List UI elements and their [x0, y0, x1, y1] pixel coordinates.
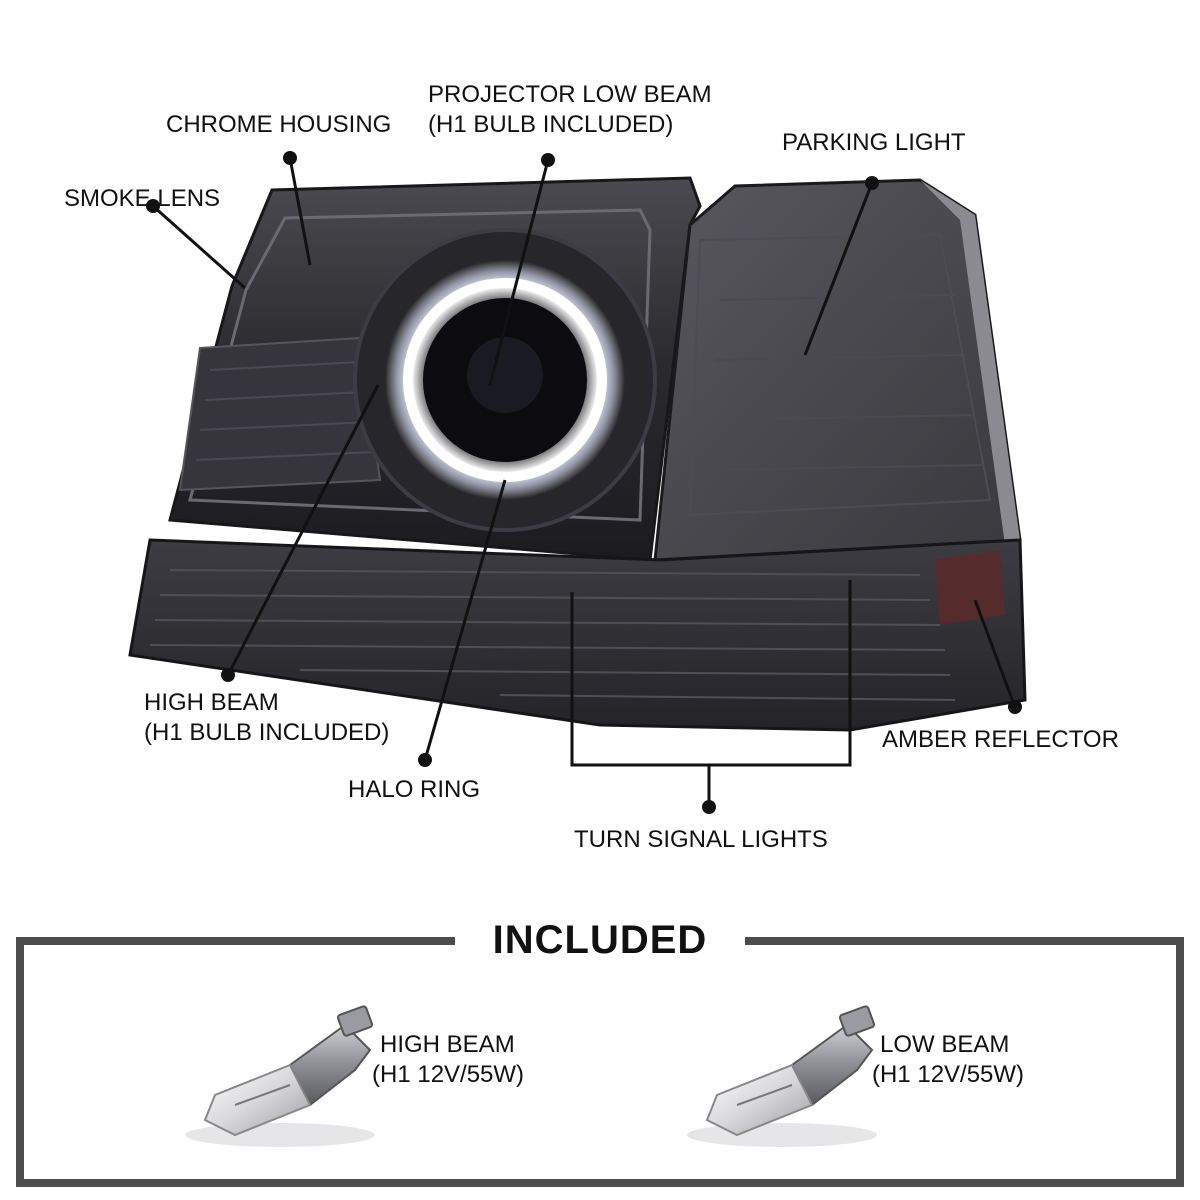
amber-reflector-patch	[935, 550, 1005, 625]
parking-light-chrome-edge	[920, 180, 1020, 545]
label-turn-signal-lights: TURN SIGNAL LIGHTS	[574, 826, 828, 853]
included-item-name: LOW BEAM	[880, 1031, 1010, 1058]
parking-light-facets	[704, 294, 986, 471]
headlight-assembly	[128, 176, 1027, 732]
chrome-housing-trim	[188, 208, 652, 522]
label-parking-light: PARKING LIGHT	[782, 129, 966, 156]
h1-bulb-icon	[185, 1005, 375, 1147]
projector-lens-inner	[467, 337, 543, 413]
included-item-spec: (H1 12V/55W)	[872, 1061, 1025, 1088]
reflector-bowl	[178, 336, 382, 492]
h1-bulb-icon	[687, 1005, 877, 1147]
included-title: INCLUDED	[492, 918, 708, 962]
included-item-high-beam: HIGH BEAM (H1 12V/55W)	[372, 1030, 524, 1090]
label-high-beam: HIGH BEAM (H1 BULB INCLUDED)	[144, 689, 390, 746]
label-smoke-lens: SMOKE LENS	[64, 185, 221, 212]
label-chrome-housing: CHROME HOUSING	[166, 111, 392, 138]
halo-ring	[403, 278, 607, 482]
leader-lines	[146, 151, 1022, 814]
turn-signal-ribs	[149, 569, 956, 701]
label-amber-reflector: AMBER REFLECTOR	[882, 726, 1119, 753]
label-halo-ring: HALO RING	[348, 776, 481, 803]
parking-light-reflector	[688, 233, 992, 517]
label-projector-low-beam: PROJECTOR LOW BEAM (H1 BULB INCLUDED)	[428, 81, 712, 138]
reflector-facets	[195, 361, 376, 461]
included-item-low-beam: LOW BEAM (H1 12V/55W)	[872, 1030, 1024, 1090]
turn-signal-lens	[128, 538, 1027, 732]
included-frame	[16, 937, 1184, 1187]
included-item-spec: (H1 12V/55W)	[372, 1061, 525, 1088]
included-item-name: HIGH BEAM	[380, 1031, 515, 1058]
